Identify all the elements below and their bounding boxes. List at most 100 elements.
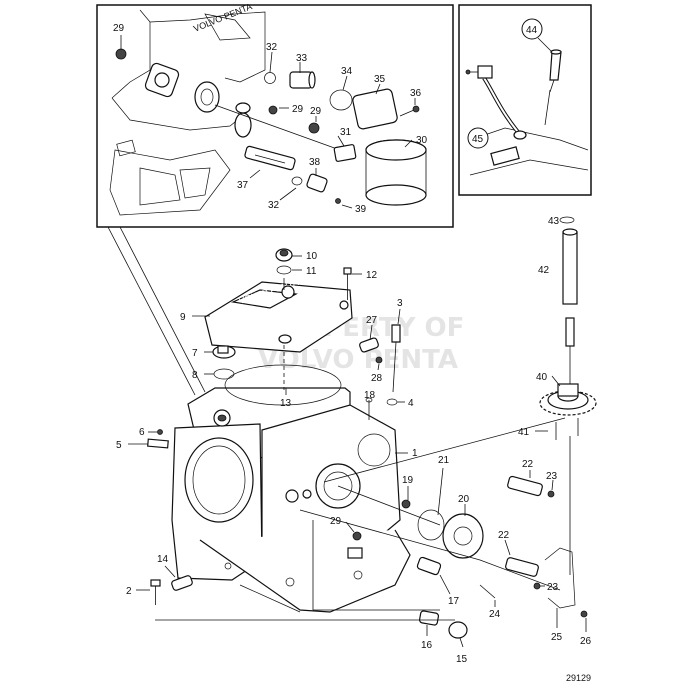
callout-32b: 32 — [268, 200, 280, 211]
callout-circle-44 — [521, 18, 543, 40]
callout-2: 2 — [126, 586, 132, 597]
callout-circle-45 — [467, 127, 489, 149]
callout-45: 45 — [472, 134, 484, 145]
callout-17: 17 — [448, 596, 460, 607]
pump-gear-40 — [539, 383, 597, 416]
ring-11 — [276, 265, 292, 275]
inset2-callouts: 44 45 — [467, 18, 553, 149]
screw-28 — [375, 356, 383, 364]
callout-13: 13 — [280, 398, 292, 409]
bracket-25 — [544, 547, 576, 609]
callout-12: 12 — [366, 270, 378, 281]
callout-1: 1 — [412, 448, 418, 459]
inset-badge-text: VOLVO PENTA — [192, 1, 253, 34]
callout-10: 10 — [306, 251, 318, 262]
callout-23b: 23 — [547, 582, 559, 593]
sender-14 — [171, 575, 193, 591]
callout-28: 28 — [371, 373, 383, 384]
inset-leader-line-1 — [107, 226, 196, 396]
clip-27 — [359, 337, 379, 353]
bolts-41 — [555, 418, 579, 440]
callout-8: 8 — [192, 370, 198, 381]
inset-oring-34 — [329, 89, 353, 111]
tube-42 — [562, 228, 578, 390]
inset-screw-36 — [399, 105, 420, 117]
callout-39: 39 — [355, 204, 367, 215]
callout-22b: 22 — [498, 530, 510, 541]
callout-19: 19 — [402, 475, 414, 486]
ring-4 — [386, 398, 398, 406]
inset-rotor-assembly — [194, 81, 341, 151]
detail-inset-frame — [96, 4, 454, 228]
callout-15: 15 — [456, 654, 468, 665]
filler-cap-7 — [212, 345, 236, 359]
screw-26 — [580, 610, 588, 618]
callout-35: 35 — [374, 74, 386, 85]
inset-flange-29 — [115, 48, 180, 98]
callout-41: 41 — [518, 427, 530, 438]
main-callout-leaders — [128, 255, 587, 648]
callout-25: 25 — [551, 632, 563, 643]
callout-40: 40 — [536, 372, 548, 383]
callout-24: 24 — [489, 609, 501, 620]
inset-cover-35 — [352, 88, 398, 130]
callout-32a: 32 — [266, 42, 278, 53]
rivet-6 — [157, 429, 163, 435]
bolt-24 — [479, 584, 496, 599]
callout-21: 21 — [438, 455, 450, 466]
inset-ring-32a — [264, 72, 276, 84]
ring-43 — [559, 216, 575, 224]
callout-5: 5 — [116, 440, 122, 451]
plug-15 — [448, 621, 468, 639]
drawing-number: 29129 — [566, 673, 591, 683]
callout-36: 36 — [410, 88, 422, 99]
inset2-sketch — [465, 49, 589, 176]
plug-10 — [275, 248, 293, 262]
plug-19 — [401, 499, 411, 509]
callout-9: 9 — [180, 312, 186, 323]
oring-21 — [417, 509, 445, 541]
callout-20: 20 — [458, 494, 470, 505]
callout-44: 44 — [526, 25, 538, 36]
callout-16: 16 — [421, 640, 433, 651]
callout-29c: 29 — [310, 106, 322, 117]
dipstick-inset-frame — [458, 4, 592, 196]
inset-callout-labels: 29 32 33 34 35 36 29 29 31 30 38 37 32 3… — [113, 23, 428, 215]
main-callout-labels: 43 43 42 10 11 12 9 3 27 7 28 8 13 18 4 … — [116, 216, 592, 665]
inset-sleeve-31 — [333, 144, 357, 162]
callout-31: 31 — [340, 127, 352, 138]
bolt-2 — [150, 579, 161, 605]
inset-strainer-37 — [244, 145, 296, 171]
inset-screw-39 — [335, 198, 341, 204]
ring-8 — [213, 368, 235, 380]
cover-9: VOLVO PENTA — [204, 277, 353, 353]
plug-29d — [352, 531, 362, 541]
inset-bushing-33 — [289, 71, 316, 89]
callout-43-label: 43 — [548, 216, 560, 227]
callout-33: 33 — [296, 53, 308, 64]
assembly-guide-lines — [155, 278, 571, 621]
inset-filter-30 — [365, 139, 427, 206]
callout-11: 11 — [306, 266, 317, 277]
callout-29d: 29 — [330, 516, 342, 527]
inset-leader-line-2 — [119, 226, 206, 393]
callout-30: 30 — [416, 135, 428, 146]
gasket-13 — [224, 364, 342, 406]
callout-37: 37 — [237, 180, 249, 191]
callout-23a: 23 — [546, 471, 558, 482]
callout-27: 27 — [366, 315, 378, 326]
callout-34: 34 — [341, 66, 353, 77]
plate-5 — [147, 438, 169, 449]
inset-plug-29c — [308, 122, 320, 134]
sensor-16 — [418, 610, 440, 626]
callout-38: 38 — [309, 157, 321, 168]
callout-22a: 22 — [522, 459, 534, 470]
inset-plug-29b — [268, 105, 278, 115]
callout-18: 18 — [364, 390, 376, 401]
callout-4: 4 — [408, 398, 414, 409]
callout-29b: 29 — [292, 104, 304, 115]
callout-29a: 29 — [113, 23, 125, 34]
callout-6: 6 — [139, 427, 145, 438]
